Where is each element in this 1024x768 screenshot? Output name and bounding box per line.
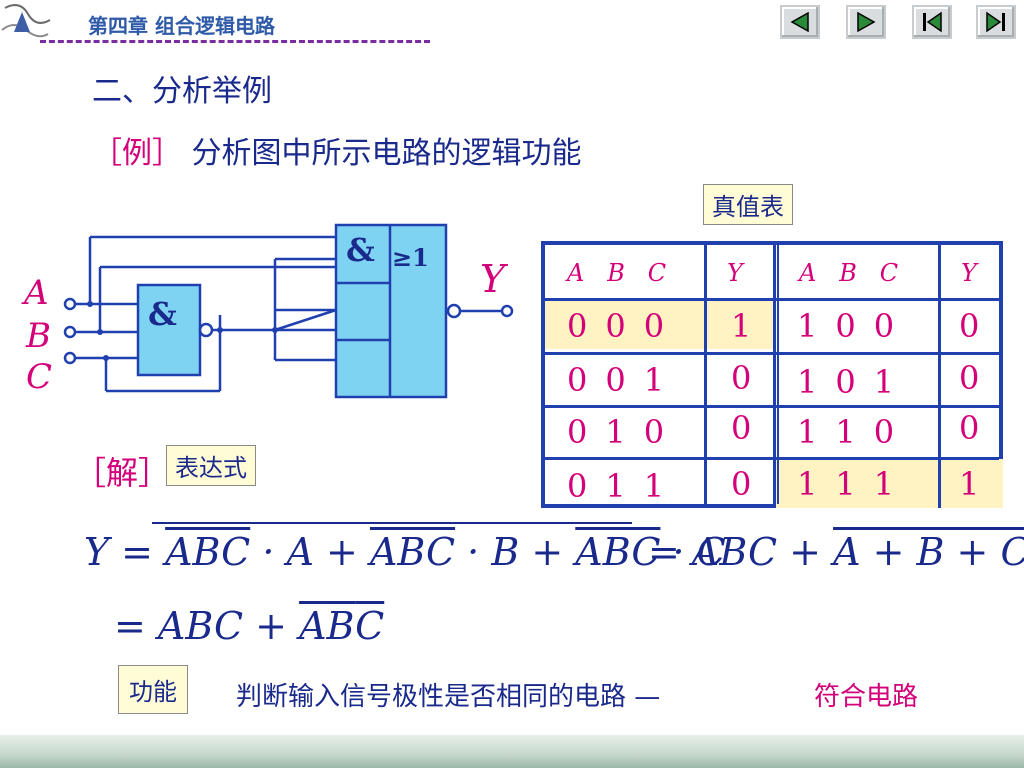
formula-line2-eq: = ABC + [114,604,300,648]
outer-overbar [152,522,632,524]
function-label: 功能 [118,665,188,714]
formula-term-3: ABC [575,530,661,574]
header-abc-left: A B C [567,259,667,287]
row0-y-right: 0 [959,307,998,345]
andor-and-label: & [346,231,375,269]
circuit-diagram [63,223,514,399]
formula-line2-a: A [299,604,327,648]
row2-y-right: 0 [959,409,998,447]
formula-rhs-sum: A + B + C [833,530,1024,574]
table-divider [545,457,999,460]
table-col-divider [704,245,707,504]
footer-decoration [0,735,1024,768]
row1-abc-left: 001 [567,361,683,399]
function-description: 判断输入信号极性是否相同的电路 — [236,682,661,712]
solution-tag: ［解］ [74,454,171,492]
next-slide-button[interactable] [846,5,886,39]
header-y-right: Y [961,259,977,287]
truth-table: A B C Y A B C Y 000 1 100 0 001 0 101 0 … [541,241,1003,508]
formula-line-1-rhs: = ABC + A + B + C [648,530,1024,574]
function-name: 符合电路 [814,682,919,712]
formula-line2-c: C [355,604,385,648]
example-tag: ［例］ [92,136,182,171]
andor-or-label: ≥1 [392,243,429,272]
first-slide-button[interactable] [912,5,952,39]
formula-term-2: ABC [369,530,456,574]
expression-label: 表达式 [166,445,256,486]
last-icon [986,11,1005,33]
row1-y-right: 0 [959,359,998,397]
header-y-left: Y [727,259,743,287]
table-col-divider [777,245,779,504]
highlight-row3-left [776,459,938,508]
row1-abc-right: 101 [797,363,913,401]
row3-y-left: 0 [731,465,770,503]
table-divider [545,298,999,301]
row2-abc-left: 010 [567,413,683,451]
truth-table-label: 真值表 [703,184,793,225]
formula-line2-b: B [326,604,356,648]
formula-op-2: · B + [455,530,576,574]
input-label-b: B [26,316,51,356]
row3-abc-left: 011 [567,467,683,505]
row1-y-left: 0 [731,359,770,397]
output-label-y: Y [480,257,506,301]
table-divider [545,352,999,355]
formula-rhs-eq: = ABC + [648,530,834,574]
row3-y-right: 1 [959,465,998,503]
last-slide-button[interactable] [976,5,1016,39]
table-col-divider [773,245,776,504]
next-icon [857,11,876,33]
row0-abc-right: 100 [797,307,913,345]
row2-y-left: 0 [731,409,770,447]
row0-abc-left: 000 [567,307,683,345]
chapter-title: 第四章 组合逻辑电路 [88,14,275,38]
section-title: 二、分析举例 [92,74,272,109]
formula-op-3: · C [660,530,726,574]
formula-line-1: Y = ABC · A + ABC · B + ABC · C [84,530,726,574]
row0-y-left: 1 [731,307,770,345]
input-label-a: A [24,273,49,313]
formula-op-1: · A + [250,530,370,574]
prev-icon [790,11,809,33]
row2-abc-right: 110 [797,413,913,451]
highlight-row0-y [707,301,773,349]
input-label-c: C [26,357,53,397]
example-text: 分析图中所示电路的逻辑功能 [191,136,582,171]
highlight-row3-y [941,459,1003,508]
example-heading: ［例］ 分析图中所示电路的逻辑功能 [92,128,582,172]
header-abc-right: A B C [799,259,899,287]
table-divider [545,405,999,408]
and-gate-label: & [148,295,177,333]
ornament-icon [1,4,51,38]
corner-ornament-left [0,0,60,50]
header-divider [40,40,430,43]
formula-line-2: = ABC + ABC [114,604,384,648]
formula-lhs: Y = [84,530,166,574]
highlight-row0-left [545,301,704,349]
table-col-divider [938,245,941,504]
first-icon [923,11,942,33]
logic-circuit: A B C & & ≥1 Y [20,215,530,415]
prev-slide-button[interactable] [780,5,820,39]
row3-abc-right: 111 [797,465,913,503]
formula-term-1: ABC [165,530,251,574]
